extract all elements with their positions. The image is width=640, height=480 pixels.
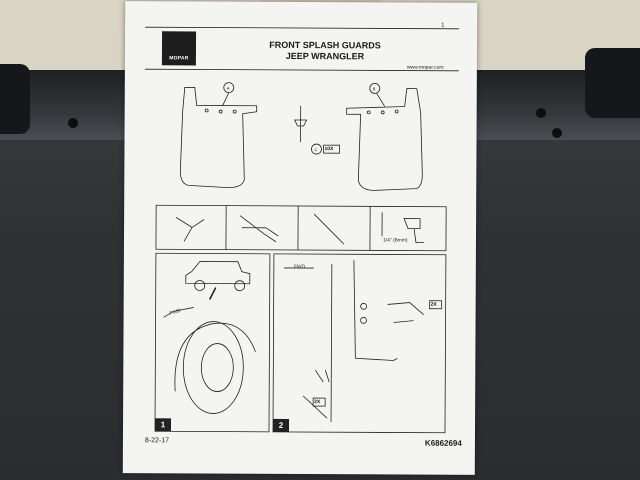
quantity-2x: 2X [430, 301, 437, 308]
bolt-hole [204, 108, 209, 113]
callout-c: C [314, 147, 318, 153]
header-rule [145, 26, 460, 30]
quantity-c: 10X [324, 146, 334, 153]
bolt [360, 302, 368, 310]
tray-hole [536, 108, 546, 118]
screwdriver-detail [302, 395, 328, 419]
instruction-sheet: MOPAR 1 FRONT SPLASH GUARDS JEEP WRANGLE… [122, 1, 478, 475]
callout-b-circle [369, 82, 381, 94]
drill-bit-size: 1/4" (6mm) [382, 237, 408, 244]
date: 8-22-17 [144, 437, 170, 445]
tray-hole [68, 118, 78, 128]
mounting-detail [330, 260, 398, 423]
wheel-illustration [182, 321, 244, 414]
callout-c-circle [311, 143, 322, 155]
bolt-hole [232, 109, 237, 114]
website: www.mopar.com [406, 64, 444, 71]
bolt-hole [218, 109, 223, 114]
drill-icon [403, 218, 424, 244]
step-1-badge: 1 [154, 418, 172, 432]
bolt-hole [380, 110, 385, 115]
sheet-drawing [144, 26, 460, 434]
pliers-detail [387, 302, 424, 323]
fastener-head [293, 119, 308, 127]
bolt-hole [366, 110, 371, 115]
brand-label: MOPAR [169, 55, 189, 62]
bolt [360, 316, 367, 324]
title-line-2: JEEP WRANGLER [285, 50, 365, 62]
tools-panel [155, 204, 447, 252]
tray-corner-right [585, 48, 640, 118]
page-number: 1 [441, 22, 445, 29]
screwdriver-icon [313, 213, 345, 245]
splash-guard-right [346, 88, 423, 191]
quantity-2x: 2X [314, 399, 321, 406]
bolt-hole [394, 109, 399, 114]
step-1-panel [154, 252, 271, 433]
fastener-detail [314, 369, 330, 383]
callout-b: B [372, 86, 376, 92]
step-2-badge: 2 [272, 418, 290, 432]
callout-a-circle [223, 82, 235, 94]
part-number: K6862694 [424, 438, 462, 448]
pliers-icon [239, 215, 279, 243]
splash-guard-left [179, 86, 258, 189]
header-rule [144, 68, 459, 72]
tray-corner-left [0, 64, 30, 134]
qty-box [323, 144, 340, 154]
fender-outline [174, 322, 256, 392]
trim-tool-icon [175, 217, 205, 242]
callout-a: A [226, 85, 230, 91]
step-2-panel [272, 253, 447, 434]
jeep-illustration [185, 261, 251, 285]
tray-hole [552, 128, 562, 138]
fwd-label-step2: FWD [293, 263, 306, 271]
title-line-1: FRONT SPLASH GUARDS [269, 39, 381, 51]
